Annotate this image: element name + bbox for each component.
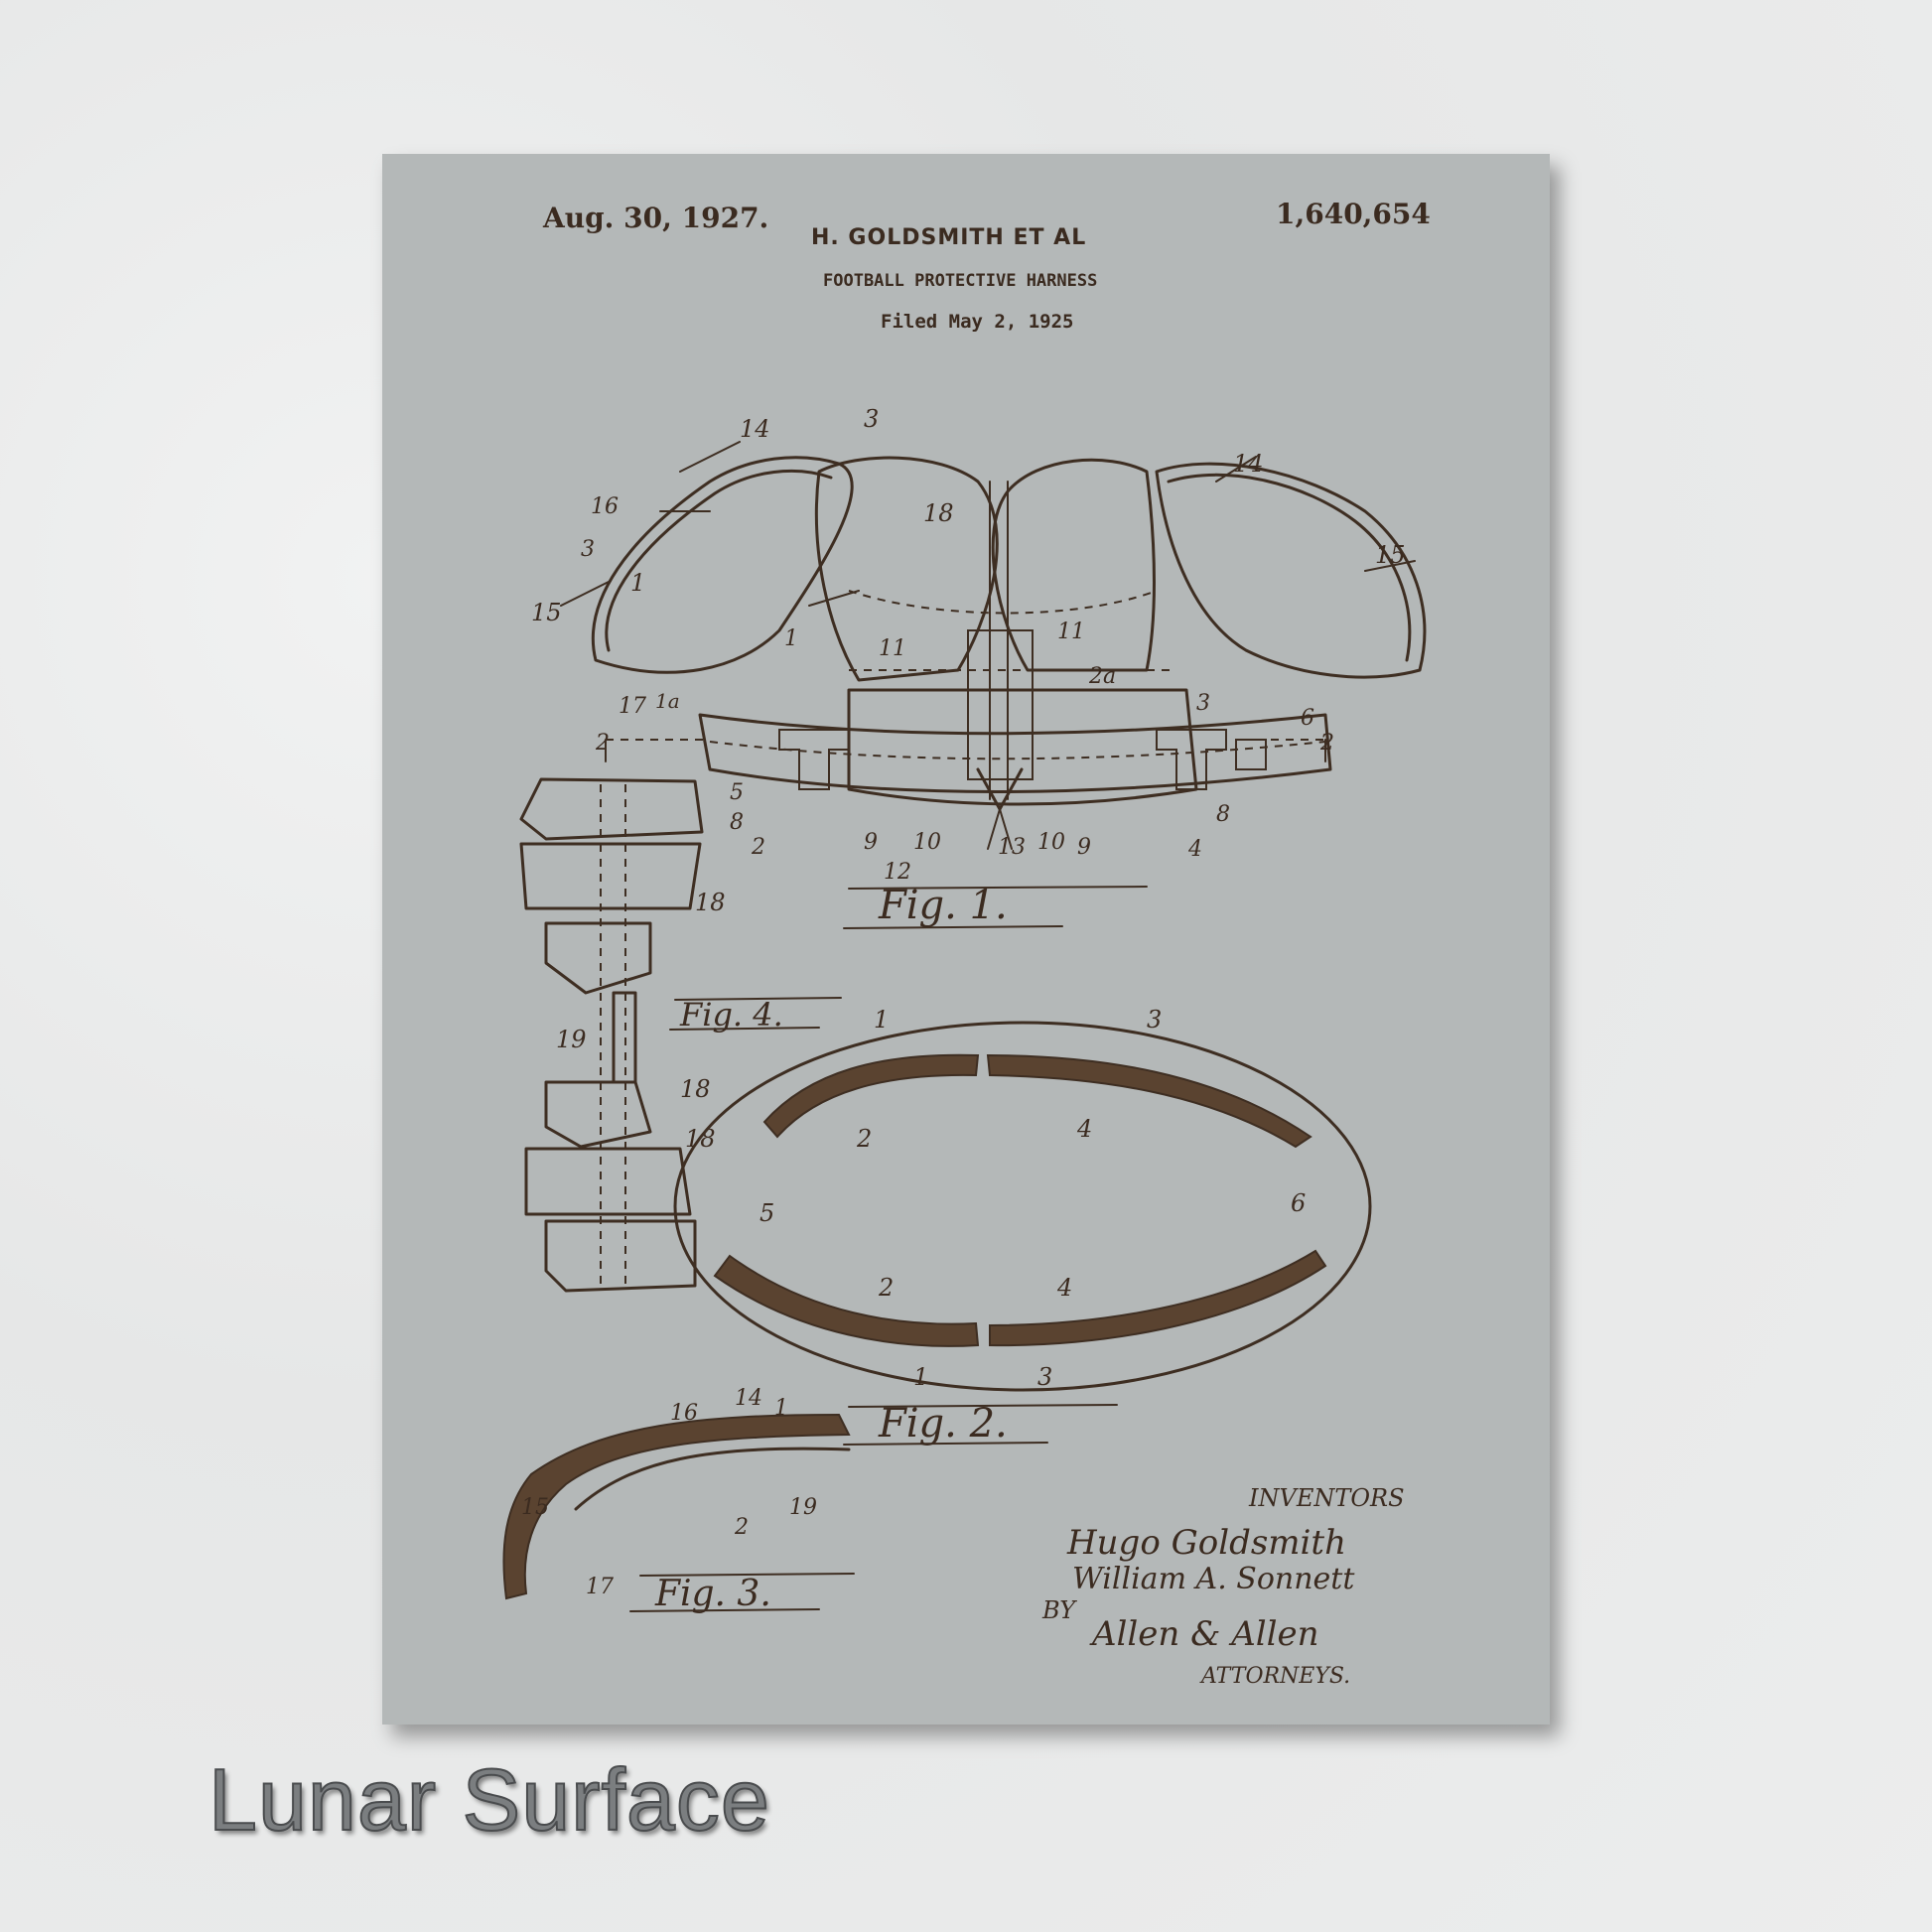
by-label: BY: [1041, 1596, 1077, 1624]
svg-text:6: 6: [1301, 706, 1314, 731]
svg-text:2a: 2a: [1088, 664, 1116, 689]
svg-text:2: 2: [734, 1515, 749, 1540]
fig4-label: Fig. 4.: [679, 996, 783, 1034]
svg-text:11: 11: [1057, 620, 1085, 644]
fig2-label: Fig. 2.: [878, 1401, 1008, 1447]
patent-print: Aug. 30, 1927. 1,640,654 H. GOLDSMITH ET…: [382, 154, 1550, 1725]
svg-text:3: 3: [864, 405, 879, 433]
fig3-pad-section-drawing: 16 14 1 15 19 2 17: [502, 1386, 851, 1600]
svg-text:17: 17: [619, 694, 646, 719]
patent-drawing: 14 3 16 3 15 1 18 1 11 11 2a 14 15 3 6 1…: [502, 405, 1427, 1689]
svg-text:9: 9: [1077, 835, 1091, 860]
attorney-signature: Allen & Allen: [1089, 1614, 1319, 1654]
svg-text:8: 8: [730, 810, 744, 835]
svg-text:2: 2: [878, 1274, 894, 1302]
svg-text:1: 1: [913, 1363, 928, 1391]
svg-text:2: 2: [595, 731, 610, 756]
svg-text:8: 8: [1216, 802, 1230, 827]
patent-title: FOOTBALL PROTECTIVE HARNESS: [823, 271, 1098, 291]
svg-text:4: 4: [1056, 1274, 1072, 1302]
svg-text:3: 3: [1196, 691, 1210, 716]
patent-number: 1,640,654: [1276, 198, 1431, 230]
svg-text:6: 6: [1291, 1189, 1306, 1217]
svg-text:14: 14: [740, 415, 770, 443]
svg-text:5: 5: [730, 780, 744, 805]
svg-text:10: 10: [1037, 830, 1065, 855]
svg-text:17: 17: [586, 1575, 614, 1599]
svg-text:2: 2: [751, 835, 765, 860]
svg-text:1: 1: [630, 569, 645, 597]
fig3-label: Fig. 3.: [654, 1574, 771, 1614]
attorneys-label: ATTORNEYS.: [1199, 1664, 1350, 1689]
svg-text:3: 3: [1147, 1006, 1162, 1034]
fig1-label: Fig. 1.: [878, 883, 1008, 928]
svg-text:13: 13: [998, 835, 1026, 860]
svg-text:18: 18: [923, 499, 954, 527]
svg-text:14: 14: [735, 1386, 762, 1411]
fig2-belt-ring-drawing: 1 3 2 4 5 6 2 4 1 3: [673, 1006, 1372, 1392]
svg-text:12: 12: [884, 860, 911, 885]
svg-text:4: 4: [1076, 1115, 1092, 1143]
fig4-pad-assembly-drawing: 18 19 18 18: [519, 777, 726, 1293]
inventor-1-signature: Hugo Goldsmith: [1066, 1523, 1346, 1563]
svg-text:5: 5: [759, 1199, 774, 1227]
svg-text:16: 16: [670, 1401, 698, 1426]
finish-caption: Lunar Surface: [207, 1749, 770, 1850]
svg-text:1: 1: [774, 1396, 788, 1421]
patent-date: Aug. 30, 1927.: [543, 202, 769, 234]
signature-block: INVENTORS Hugo Goldsmith William A. Sonn…: [1041, 1484, 1405, 1689]
svg-text:2: 2: [856, 1125, 872, 1153]
svg-text:14: 14: [1233, 450, 1264, 478]
figure-labels: Fig. 1. Fig. 4. Fig. 2. Fig. 3.: [629, 883, 1148, 1614]
svg-text:3: 3: [1037, 1363, 1052, 1391]
inventors-label: INVENTORS: [1248, 1484, 1405, 1512]
patent-inventor-header: H. GOLDSMITH ET AL: [811, 225, 1087, 250]
svg-text:15: 15: [521, 1495, 549, 1520]
svg-text:1: 1: [874, 1006, 889, 1034]
svg-text:3: 3: [581, 537, 595, 562]
svg-text:1: 1: [784, 626, 798, 651]
svg-text:9: 9: [864, 830, 878, 855]
svg-text:4: 4: [1187, 837, 1202, 862]
svg-text:18: 18: [680, 1075, 711, 1103]
svg-text:16: 16: [591, 494, 619, 519]
svg-text:2: 2: [1319, 731, 1334, 756]
svg-text:19: 19: [789, 1495, 817, 1520]
svg-text:15: 15: [531, 599, 562, 626]
svg-text:19: 19: [556, 1026, 587, 1053]
fig1-shoulder-pads-drawing: 14 3 16 3 15 1 18 1 11 11 2a 14 15 3 6 1…: [531, 405, 1427, 885]
inventor-2-signature: William A. Sonnett: [1072, 1562, 1355, 1596]
svg-text:1a: 1a: [655, 689, 680, 713]
patent-filed-date: Filed May 2, 1925: [881, 311, 1074, 333]
svg-text:10: 10: [913, 830, 941, 855]
svg-text:18: 18: [695, 889, 726, 916]
svg-text:11: 11: [879, 636, 906, 661]
